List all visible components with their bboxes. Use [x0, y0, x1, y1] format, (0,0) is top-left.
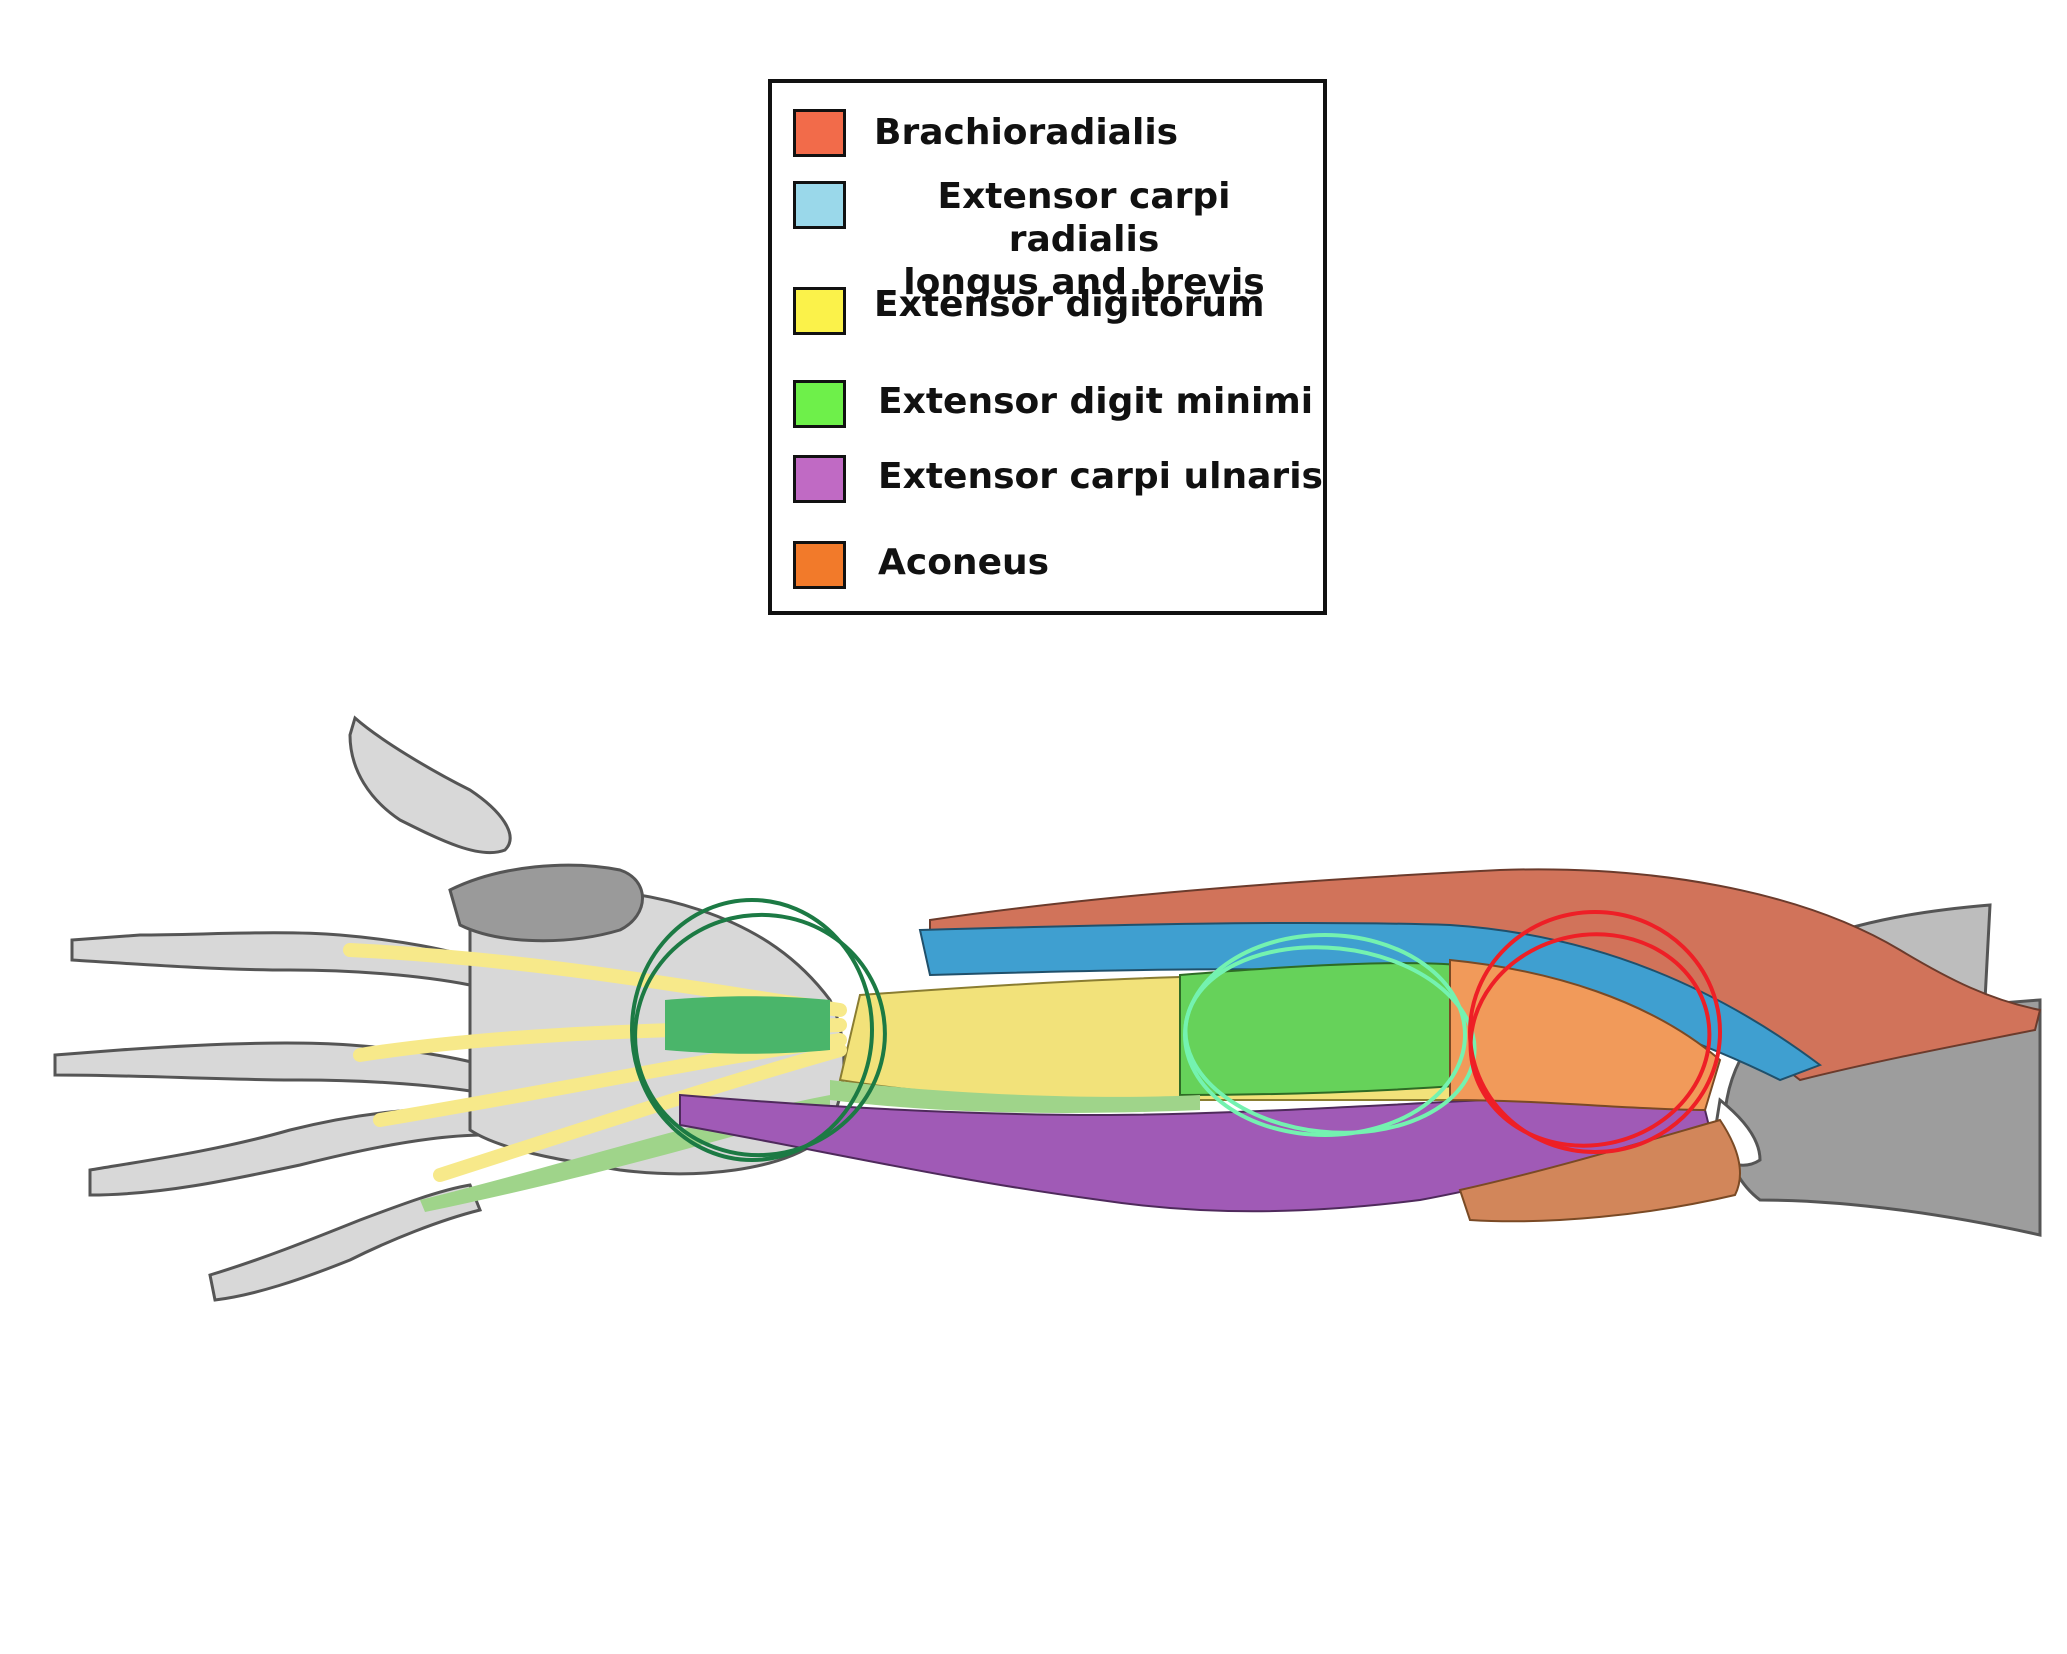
legend-item-extensor-carpi-radialis: Extensor carpi radialis longus and brevi… — [772, 175, 1323, 303]
legend-label-extensor-carpi-radialis: Extensor carpi radialis longus and brevi… — [903, 176, 1265, 303]
muscle-anconeus-lower — [1458, 1118, 1741, 1223]
legend-swatch-extensor-digiti-minimi — [793, 380, 846, 428]
legend-swatch-extensor-digitorum — [793, 287, 846, 335]
legend-item-extensor-carpi-ulnaris: Extensor carpi ulnaris — [772, 445, 1323, 515]
legend-swatch-extensor-carpi-radialis — [793, 181, 846, 229]
legend-swatch-aconeus — [793, 541, 846, 589]
forearm-muscle-illustration — [53, 715, 2042, 1302]
annotation-circle-elbow — [1468, 910, 1722, 1154]
extensor-digiti-minimi-wrist — [665, 996, 830, 1054]
legend-item-aconeus: Aconeus — [772, 531, 1323, 601]
legend-label-brachioradialis: Brachioradialis — [874, 112, 1179, 153]
legend-item-extensor-digiti-minimi: Extensor digit minimi — [772, 366, 1323, 436]
legend-box: Brachioradialis Extensor carpi radialis … — [768, 79, 1327, 615]
legend-label-extensor-digitorum: Extensor digitorum — [874, 284, 1265, 325]
muscle-extensor-digiti-minimi — [1179, 962, 1472, 1097]
annotation-circle-wrist — [630, 898, 887, 1162]
muscle-anconeus — [1449, 958, 1722, 1112]
legend-item-extensor-digitorum: Extensor digitorum — [772, 275, 1323, 345]
legend-label-extensor-digiti-minimi: Extensor digit minimi — [878, 381, 1314, 422]
legend-label-aconeus: Aconeus — [878, 542, 1050, 583]
legend-swatch-extensor-carpi-ulnaris — [793, 455, 846, 503]
legend-item-brachioradialis: Brachioradialis — [772, 103, 1323, 163]
legend-label-extensor-carpi-ulnaris: Extensor carpi ulnaris — [878, 456, 1323, 497]
legend-swatch-brachioradialis — [793, 109, 846, 157]
